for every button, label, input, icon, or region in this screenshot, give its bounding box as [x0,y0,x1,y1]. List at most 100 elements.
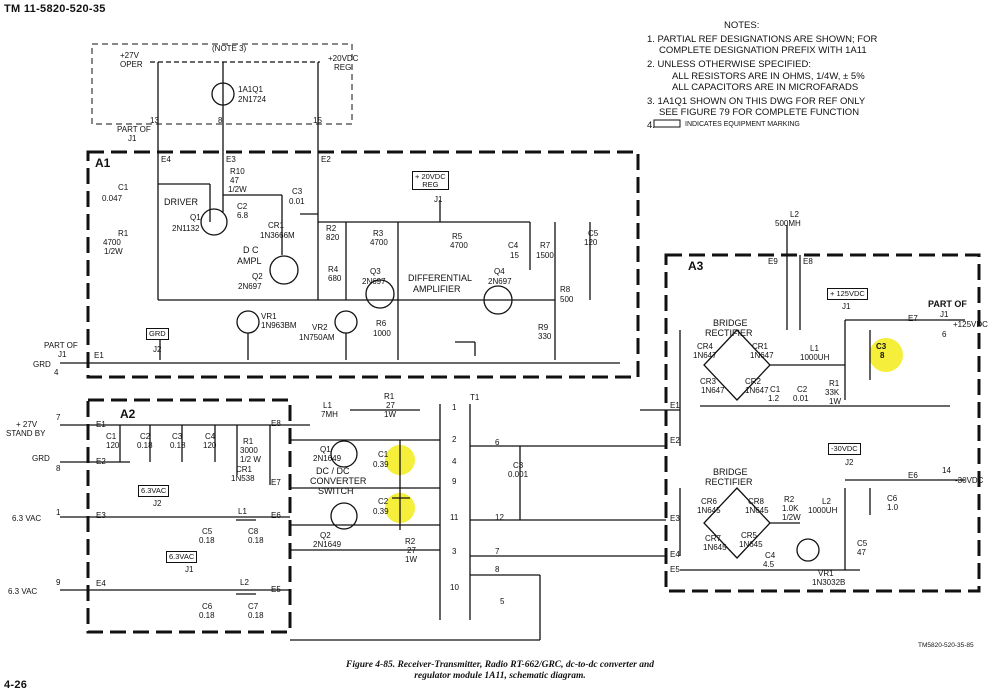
pin-label: 8 [56,464,61,473]
c3-ref: C3 [172,432,183,441]
c3-value: 0.001 [508,470,529,479]
e2-label: E2 [670,436,680,445]
q4-type: 2N697 [488,277,512,286]
document-id: TM 11-5820-520-35 [4,3,106,15]
cr4-ref: CR4 [697,342,714,351]
note-line: ALL RESISTORS ARE IN OHMS, 1/4W, ± 5% [672,71,865,82]
cr1-type: 1N647 [750,351,774,360]
v30-output: -30VDC [955,476,984,485]
t1-pin: 11 [450,513,459,522]
e5-label: E5 [271,585,281,594]
e1-label: E1 [94,351,104,360]
vr2-type: 1N750AM [299,333,335,342]
e8-label: E8 [271,419,281,428]
r1-wattage: 1/2W [104,247,123,256]
c5-ref: C5 [588,229,599,238]
note-line: INDICATES EQUIPMENT MARKING [685,121,800,128]
j1-label: J1 [128,134,137,143]
c2-value: 0.01 [793,394,809,403]
diff-label: DIFFERENTIAL [408,273,473,283]
cr7-ref: CR7 [705,534,722,543]
c3-value: 0.01 [289,197,305,206]
l1-ref: L1 [238,507,247,516]
note-line: SEE FIGURE 79 FOR COMPLETE FUNCTION [659,107,860,118]
cr3-ref: CR3 [700,377,717,386]
module-a2-label: A2 [120,407,136,421]
c1-value: 120 [106,441,120,450]
r1-value: 27 [386,401,395,410]
module-a1-label: A1 [95,156,111,170]
pin-label: 1 [56,508,61,517]
vr1-type: 1N3032B [812,578,846,587]
c5-value: 0.18 [199,536,215,545]
c5-ref: C5 [857,539,868,548]
ampl-label: AMPL [237,256,262,266]
vac-marking: 6.3VAC [138,485,170,497]
switch-label: SWITCH [318,486,354,496]
vac-terminal: 6.3 VAC [8,587,38,596]
page-number: 4-26 [4,679,28,691]
j2-ref: J2 [153,345,162,354]
c1-value: 0.047 [102,194,123,203]
vac-terminal: 6.3 VAC [12,514,42,523]
t1-ref: T1 [470,393,480,402]
c2-ref: C2 [378,497,389,506]
a3-wiring [640,225,965,571]
pin-label: 9 [56,578,61,587]
reg-voltage: +20VDC [328,54,359,63]
c2-ref: C2 [140,432,151,441]
vac-marking: 6.3VAC [166,551,198,563]
r2-ref: R2 [326,224,337,233]
t1-pin: 8 [495,565,500,574]
e4-label: E4 [670,550,680,559]
t1-pin: 6 [495,438,500,447]
c2-ref: C2 [797,385,808,394]
note-line: 3. 1A1Q1 SHOWN ON THIS DWG FOR REF ONLY [647,96,866,107]
cr3-type: 1N647 [701,386,725,395]
t1-pin: 7 [495,547,500,556]
t1-pin: 10 [450,583,459,592]
c5-ref: C5 [202,527,213,536]
rectifier-label: RECTIFIER [705,328,753,338]
t1-pin: 9 [452,477,457,486]
e1-label: E1 [670,401,680,410]
vr1-type: 1N963BM [261,321,297,330]
rectifier-label: RECTIFIER [705,477,753,487]
figure-caption: Figure 4-85. Receiver-Transmitter, Radio… [285,660,715,682]
notes-title: NOTES: [724,20,760,31]
v27-label: + 27V [16,420,38,429]
r2-ref: R2 [405,537,416,546]
q2-type: 2N697 [238,282,262,291]
c6-ref: C6 [202,602,213,611]
c8-value: 0.18 [248,536,264,545]
drawing-code: TM5820-520-35-85 [918,642,974,649]
r2-value: 27 [407,546,416,555]
r3-value: 4700 [370,238,388,247]
q-ref-label: 1A1Q1 [238,85,263,94]
pin-label: 6 [942,330,947,339]
c3-value: 8 [880,351,885,360]
note3-box [91,43,353,125]
reg-label: REG [334,63,352,72]
e4-label: E4 [96,579,106,588]
pin-label: 15 [313,116,322,125]
e1-label: E1 [96,420,106,429]
note-line: 1. PARTIAL REF DESIGNATIONS ARE SHOWN; F… [647,34,878,45]
cr7-type: 1N645 [703,543,727,552]
e3-label: E3 [670,514,680,523]
caption-line-1: Figure 4-85. Receiver-Transmitter, Radio… [345,660,655,670]
pin-label: 8 [218,116,223,125]
note-line: ALL CAPACITORS ARE IN MICROFARADS [672,82,859,93]
dcdc-label: DC / DC [316,466,350,476]
cr1-ref: CR1 [236,465,253,474]
c1-ref: C1 [770,385,781,394]
bridge-label: BRIDGE [713,318,748,328]
v125-marking: + 125VDC [827,288,868,300]
caption-line-2: regulator module 1A11, schematic diagram… [414,671,586,681]
r7-ref: R7 [540,241,551,250]
e-label: E3 [226,155,236,164]
note-line: 4. [647,120,655,131]
c1-ref: C1 [106,432,117,441]
c2-value: 0.39 [373,507,389,516]
oper-label: OPER [120,60,143,69]
